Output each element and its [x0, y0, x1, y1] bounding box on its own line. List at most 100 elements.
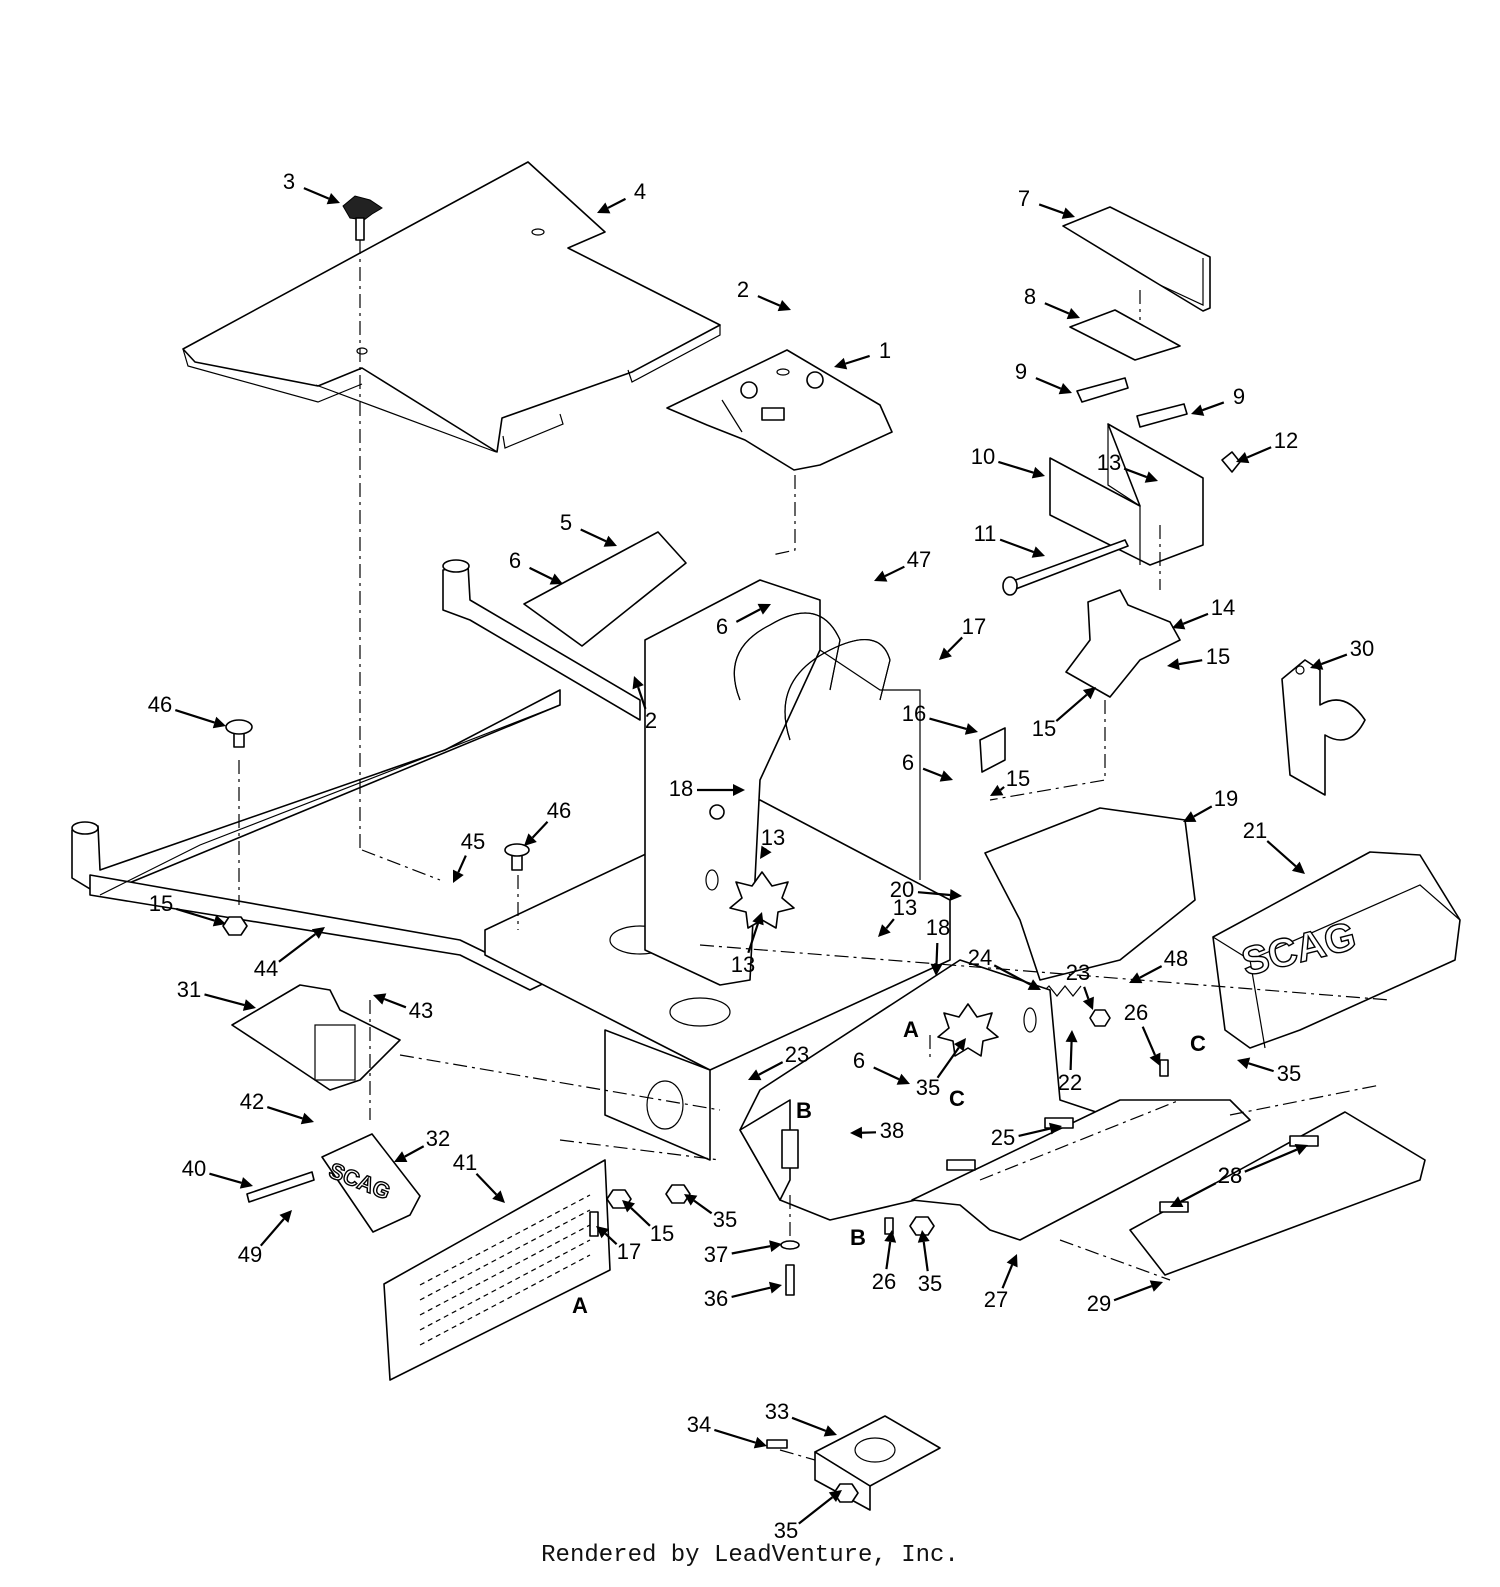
callout-arrowhead — [964, 723, 978, 735]
callout-27: 27 — [984, 1254, 1018, 1312]
callout-48: 48 — [1129, 946, 1188, 984]
callout-label: 14 — [1211, 595, 1235, 620]
callout-label: 49 — [238, 1242, 262, 1267]
callout-20: 20 — [890, 877, 962, 902]
callout-35: 35 — [774, 1490, 842, 1543]
callout-label: 17 — [962, 614, 986, 639]
callout-label: 18 — [926, 915, 950, 940]
callout-label: 1 — [879, 338, 891, 363]
callout-label: 6 — [853, 1048, 865, 1073]
callout-leader-line — [630, 1207, 651, 1227]
part-5-bracket — [523, 531, 687, 647]
callout-leader-line — [791, 1416, 827, 1432]
part-14-bracket — [1065, 589, 1181, 698]
callout-arrowhead — [760, 845, 772, 859]
callout-leader-line — [731, 1286, 771, 1298]
callout-46: 46 — [524, 798, 571, 846]
callout-leader-line — [383, 997, 407, 1009]
callout-24: 24 — [968, 945, 1041, 990]
callout-leader-line — [758, 1061, 784, 1076]
callout-15: 15 — [1167, 644, 1230, 671]
callout-leader-line — [531, 821, 549, 839]
part-41-grille — [383, 1159, 611, 1381]
callout-label: 35 — [713, 1207, 737, 1232]
part-40-strap — [246, 1171, 315, 1203]
callout-leader-line — [935, 942, 939, 965]
connection-letter-B: B — [796, 1098, 812, 1123]
callout-label: 48 — [1164, 946, 1188, 971]
callout-leader-line — [475, 1173, 498, 1196]
callout-46: 46 — [148, 692, 226, 729]
callout-43: 43 — [373, 993, 433, 1023]
callout-leader-line — [204, 993, 245, 1007]
callout-leader-line — [757, 295, 781, 307]
callout-arrowhead — [373, 993, 387, 1005]
callout-23: 23 — [1066, 960, 1094, 1010]
callout-arrowhead — [212, 716, 226, 729]
callout-leader-line — [303, 187, 330, 200]
callout-label: 21 — [1243, 818, 1267, 843]
callout-arrowhead — [1170, 1196, 1184, 1207]
part-16-bracket — [979, 727, 1006, 773]
callout-leader-line — [209, 1172, 242, 1184]
callout-label: 13 — [1097, 450, 1121, 475]
callout-leader-line — [885, 1241, 892, 1270]
callout-leader-line — [174, 709, 215, 724]
connection-letter-C: C — [949, 1086, 965, 1111]
callout-arrowhead — [1149, 1280, 1163, 1292]
callout-label: 33 — [765, 1399, 789, 1424]
callout-15: 15 — [1032, 687, 1096, 741]
callout-15: 15 — [149, 891, 226, 927]
callout-leader-line — [404, 1145, 425, 1158]
callout-arrowhead — [311, 927, 325, 939]
callout-13: 13 — [878, 895, 917, 937]
callout-leader-line — [798, 1496, 834, 1525]
callout-label: 26 — [1124, 1000, 1148, 1025]
callout-35: 35 — [684, 1194, 737, 1232]
callout-6: 6 — [716, 603, 771, 639]
callout-6: 6 — [509, 548, 563, 585]
callout-arrowhead — [828, 1490, 842, 1502]
part-29-foot-step — [1129, 1111, 1426, 1276]
callout-arrowhead — [603, 535, 617, 547]
callout-leader-line — [1139, 965, 1163, 979]
callout-arrowhead — [394, 1151, 408, 1162]
callout-label: 2 — [645, 708, 657, 733]
callout-leader-line — [693, 1199, 713, 1215]
callout-leader-line — [1001, 1264, 1014, 1289]
callout-leader-line — [947, 636, 963, 653]
callout-arrowhead — [1172, 618, 1186, 630]
callout-15: 15 — [990, 766, 1030, 796]
callout-13: 13 — [760, 825, 785, 859]
callout-arrowhead — [326, 193, 340, 205]
callout-leader-line — [607, 197, 626, 209]
connection-letter-C: C — [1190, 1031, 1206, 1056]
callout-35: 35 — [918, 1230, 942, 1296]
callout-7: 7 — [1018, 186, 1075, 219]
callout-label: 12 — [1274, 428, 1298, 453]
part-10-bracket-box — [1049, 423, 1204, 566]
callout-label: 35 — [1277, 1061, 1301, 1086]
callout-leader-line — [1069, 1041, 1073, 1071]
callout-leader-line — [1180, 1182, 1217, 1203]
callout-44: 44 — [254, 927, 325, 981]
callout-16: 16 — [902, 701, 978, 735]
callout-label: 36 — [704, 1286, 728, 1311]
callout-leader-line — [731, 1245, 771, 1255]
callout-arrowhead — [1149, 1052, 1161, 1066]
callout-leader-line — [884, 565, 905, 578]
callout-17: 17 — [939, 614, 986, 660]
callout-3: 3 — [283, 169, 340, 205]
callout-leader-line — [735, 608, 761, 623]
callout-leader-line — [580, 528, 607, 543]
callout-label: 42 — [240, 1089, 264, 1114]
part-4-top-cover — [182, 161, 721, 453]
callout-34: 34 — [687, 1412, 767, 1449]
callout-arrowhead — [1294, 1144, 1308, 1156]
callout-arrowhead — [878, 924, 891, 937]
callout-label: 3 — [283, 169, 295, 194]
callout-arrowhead — [990, 784, 1004, 796]
